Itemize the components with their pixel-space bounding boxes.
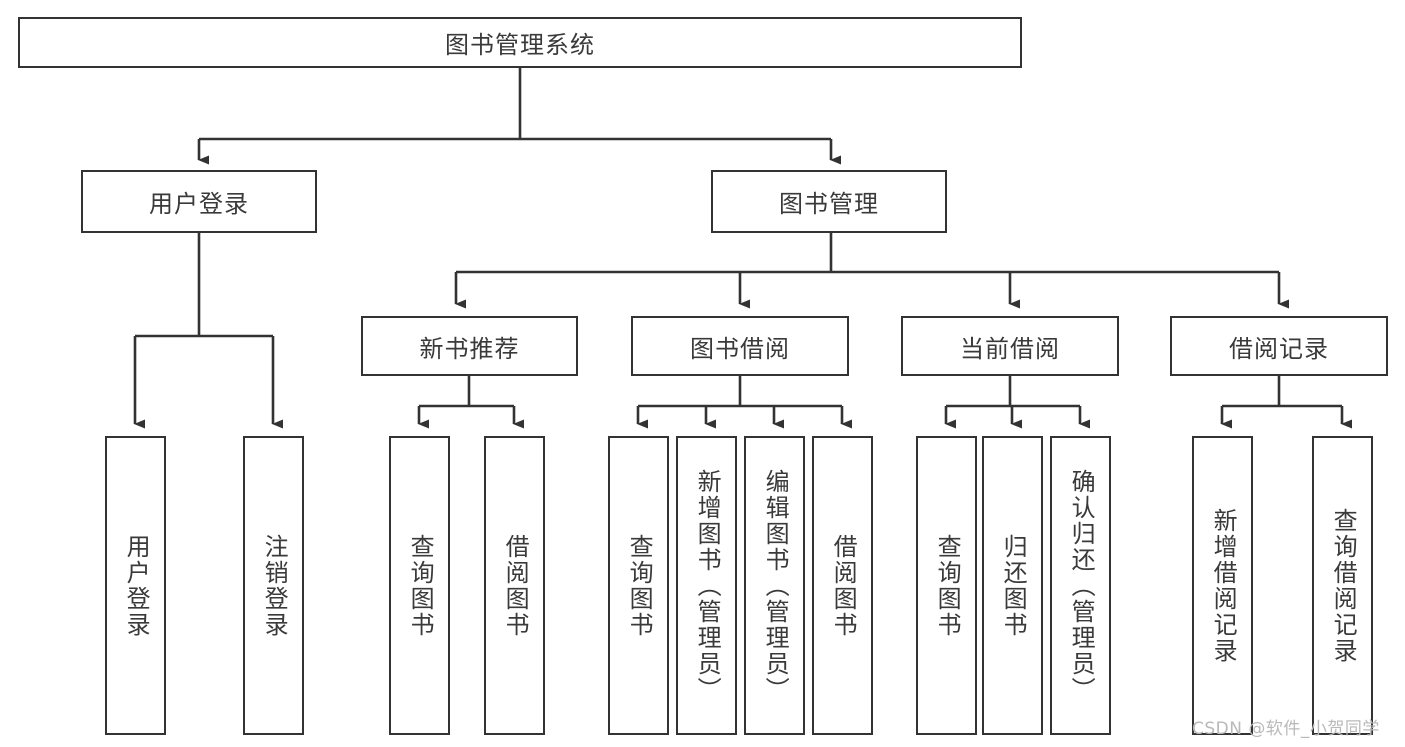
node-label: 归还图书 — [999, 533, 1028, 638]
leaf-query-book-1[interactable]: 查询图书 — [389, 436, 450, 735]
node-label: 编辑图书（管理员） — [761, 468, 790, 703]
leaf-user-login[interactable]: 用户登录 — [105, 436, 166, 735]
leaf-borrow-book-1[interactable]: 借阅图书 — [484, 436, 545, 735]
watermark: CSDN @软件_小贺同学 — [1192, 719, 1380, 739]
node-label: 查询图书 — [406, 533, 435, 638]
node-label: 图书管理 — [779, 190, 879, 218]
node-label: 新书推荐 — [419, 334, 520, 363]
node-book-management[interactable]: 图书管理 — [711, 170, 947, 233]
node-label: 查询图书 — [933, 533, 962, 638]
node-label: 注销登录 — [260, 533, 289, 638]
node-label: 当前借阅 — [960, 334, 1060, 363]
node-root-system[interactable]: 图书管理系统 — [18, 17, 1022, 68]
leaf-add-book-admin[interactable]: 新增图书（管理员） — [676, 436, 737, 735]
node-label: 图书管理系统 — [445, 31, 595, 59]
node-label: 查询借阅记录 — [1329, 507, 1358, 664]
leaf-query-borrow-record[interactable]: 查询借阅记录 — [1312, 436, 1373, 735]
leaf-confirm-return-admin[interactable]: 确认归还（管理员） — [1050, 436, 1111, 735]
leaf-add-borrow-record[interactable]: 新增借阅记录 — [1192, 436, 1253, 735]
node-label: 用户登录 — [122, 533, 151, 638]
node-label: 新增借阅记录 — [1209, 507, 1238, 664]
node-label: 用户登录 — [149, 190, 249, 218]
node-borrow-record[interactable]: 借阅记录 — [1170, 316, 1388, 376]
node-label: 借阅图书 — [829, 533, 858, 638]
node-label: 图书借阅 — [690, 334, 790, 363]
leaf-query-book-3[interactable]: 查询图书 — [916, 436, 977, 735]
leaf-logout-login[interactable]: 注销登录 — [243, 436, 304, 735]
node-new-book-recommend[interactable]: 新书推荐 — [361, 316, 578, 376]
node-label: 查询图书 — [625, 533, 654, 638]
leaf-borrow-book-2[interactable]: 借阅图书 — [812, 436, 873, 735]
leaf-query-book-2[interactable]: 查询图书 — [608, 436, 669, 735]
node-label: 借阅图书 — [501, 533, 530, 638]
node-label: 确认归还（管理员） — [1067, 468, 1096, 703]
node-book-borrow[interactable]: 图书借阅 — [631, 316, 849, 376]
node-user-login[interactable]: 用户登录 — [81, 170, 317, 233]
node-label: 新增图书（管理员） — [693, 468, 722, 703]
leaf-return-book[interactable]: 归还图书 — [982, 436, 1043, 735]
node-label: 借阅记录 — [1229, 334, 1329, 363]
leaf-edit-book-admin[interactable]: 编辑图书（管理员） — [744, 436, 805, 735]
node-current-borrow[interactable]: 当前借阅 — [901, 316, 1119, 376]
